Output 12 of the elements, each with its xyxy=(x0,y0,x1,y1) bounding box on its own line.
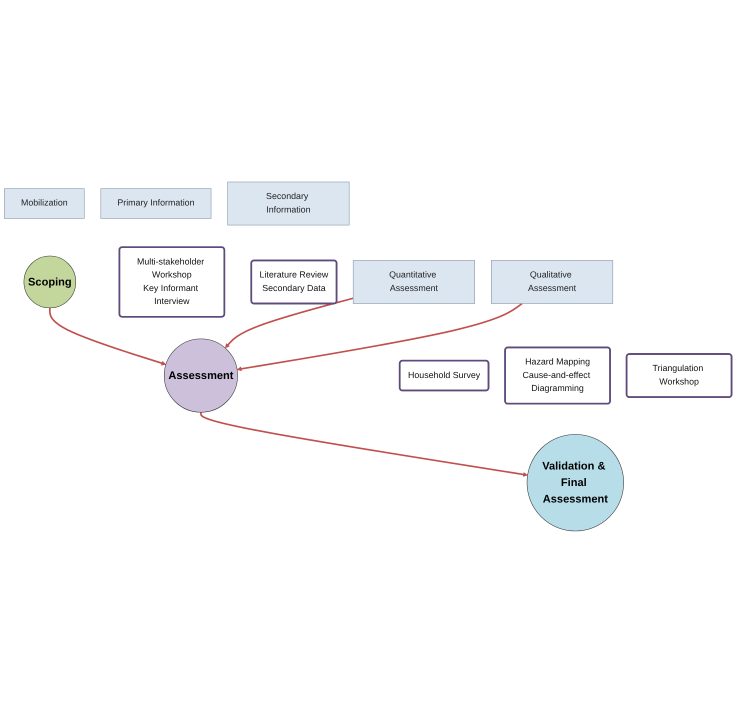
arrow xyxy=(49,308,166,366)
arrow xyxy=(236,302,523,372)
node-box: Primary Information xyxy=(100,188,212,219)
node-box: Qualitative Assessment xyxy=(491,260,614,304)
node-circle: Validation & Final Assessment xyxy=(526,434,624,532)
node-circle: Assessment xyxy=(164,338,238,413)
arrow xyxy=(200,412,528,477)
arrow xyxy=(224,297,354,348)
node-box: Secondary Information xyxy=(227,182,350,226)
node-box: Mobilization xyxy=(4,188,84,219)
node-box: Quantitative Assessment xyxy=(352,260,475,304)
node-circle: Scoping xyxy=(24,256,76,308)
